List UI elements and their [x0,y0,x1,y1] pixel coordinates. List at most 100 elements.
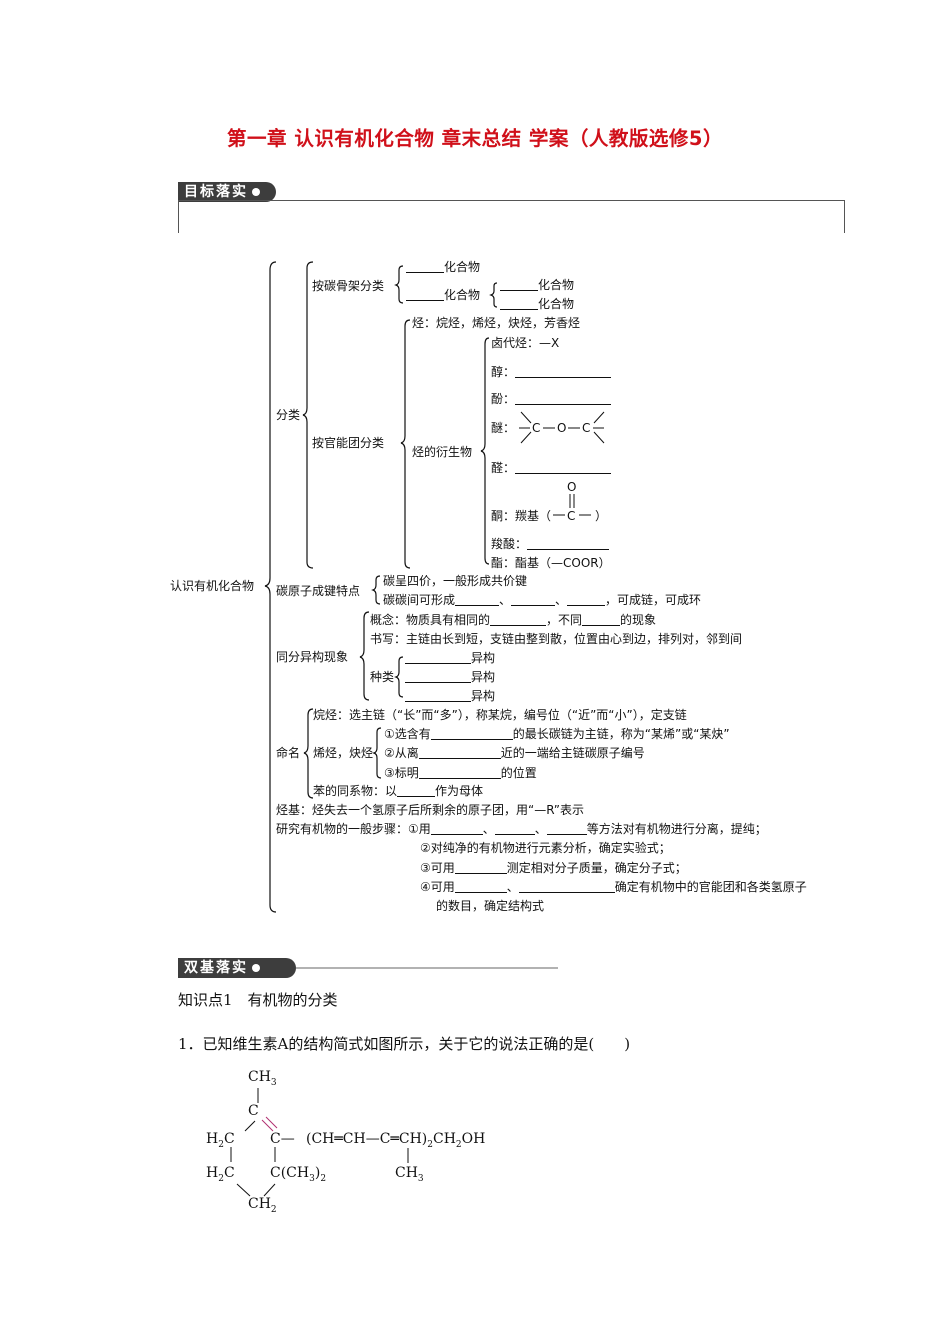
section-header-label: 双基落实 [184,960,248,976]
section-header-basics: 双基落实 [178,958,296,978]
struct-c-dimethyl: C(CH [270,1165,310,1181]
item-ether: 醚： [491,421,516,435]
label-isomer: 异构 [471,651,496,665]
node-isomerism: 同分异构现象 [276,650,349,664]
label-alkene-2b: 近的一端给主链碳原子编号 [500,746,645,760]
isomer-concept: 概念：物质具有相同的，不同的现象 [370,613,656,627]
page-title: 第一章 认识有机化合物 章末总结 学案（人教版选修5） [227,127,723,150]
label-step-3b: 测定相对分子质量，确定分子式； [506,861,687,875]
label-alkene-1b: 的最长碳链为主链，称为“某烯”或“某炔” [512,727,730,741]
struct-dimethyl: C(CH3)2 [270,1165,326,1184]
label-concept: 概念：物质具有相同的 [370,613,491,627]
label-step-4: ④可用 [420,880,455,894]
label-concept-c: 的现象 [620,613,657,627]
ketone-o: O [567,480,577,494]
struct-h2c-upper: H2C [206,1131,235,1150]
question-1: 1．已知维生素A的结构简式如图所示，关于它的说法正确的是( ) [178,1035,631,1053]
struct-c-right: C— [270,1131,295,1147]
struct-sub: 2 [270,1204,277,1215]
label-alkene-2: ②从离 [384,746,419,760]
blank-compound-4: 化合物 [500,297,574,311]
struct-close: ) [314,1165,321,1181]
struct-oh: OH [461,1131,486,1147]
struct-sub: 2 [218,1173,224,1184]
research-step-4-cont: 的数目，确定结构式 [436,899,545,913]
struct-h: H [206,1131,219,1147]
section-header-label: 目标落实 [184,184,248,200]
label-step-3: ③可用 [420,861,455,875]
research-step-4: ④可用、确定有机物中的官能团和各类氢原子 [420,880,807,894]
struct-sub: 3 [417,1173,424,1184]
research-step-3: ③可用 测定相对分子质量，确定分子式； [420,861,687,875]
node-functional-group: 按官能团分类 [312,436,385,450]
isomer-type-2: 异构 [405,670,495,684]
struct-sub: 2 [455,1139,462,1150]
label-compound: 化合物 [538,278,575,292]
item-ester: 酯：酯基（—COOR） [491,556,611,570]
struct-h: H [206,1165,219,1181]
ether-c1: C [532,421,541,435]
blank-compound-3: 化合物 [500,278,574,292]
struct-sub: 2 [320,1173,327,1184]
label-compound: 化合物 [444,288,481,302]
struct-sub: 2 [218,1139,224,1150]
isomer-type-1: 异构 [405,651,495,665]
naming-benzene: 苯的同系物：以作为母体 [313,784,483,798]
knowledge-point-title: 知识点1 有机物的分类 [178,991,338,1009]
isomer-types: 种类 [370,670,395,684]
ether-o: O [557,421,567,435]
node-derivative: 烃的衍生物 [412,445,473,459]
naming-alkene-3: ③标明 的位置 [384,766,537,780]
ether-c2: C [582,421,591,435]
item-haloalkane: 卤代烃：—X [491,336,560,350]
isomer-writing: 书写：主链由长到短，支链由整到散，位置由心到边，排列对，邻到间 [370,632,743,646]
label-alkene-3b: 的位置 [500,766,537,780]
label-alkene-3: ③标明 [384,766,419,780]
label-alcohol: 醇： [491,365,516,379]
blank-compound-2: 化合物 [406,288,480,302]
goals-frame [178,200,845,233]
naming-alkene: 烯烃，炔烃 [313,746,374,760]
struct-sub: 3 [270,1077,277,1088]
blank-compound-1: 化合物 [406,260,480,274]
item-phenol: 酚： [491,392,612,406]
label-aldehyde: 醛： [491,461,516,475]
label-benzene-b: 作为母体 [435,784,484,798]
node-classification: 分类 [276,408,301,422]
isomer-type-3: 异构 [405,689,495,703]
label-compound: 化合物 [444,260,481,274]
node-naming: 命名 [276,746,301,760]
item-ketone: 酮：羰基（ [491,509,552,523]
struct-ch3-bot-text: CH [395,1165,418,1181]
struct-ch3-top: CH3 [248,1069,277,1088]
ketone-close: ） [595,509,608,523]
node-carbon-bonding: 碳原子成键特点 [276,584,361,598]
dot-icon [252,964,260,972]
struct-chain: (CH═CH—C═CH) [306,1131,428,1147]
item-aldehyde: 醛： [491,461,612,475]
struct-side-chain: (CH═CH—C═CH)2CH2OH [306,1131,485,1150]
label-isomer: 异构 [471,670,496,684]
struct-c-top: C [248,1103,259,1119]
label-carbon-bond-2: 碳碳间可形成 [383,593,456,607]
struct-ch2-bottom: CH2 [248,1196,277,1215]
node-carbon-skeleton: 按碳骨架分类 [312,279,385,293]
struct-sub: 2 [427,1139,433,1150]
item-carboxylic-acid: 羧酸： [491,537,610,551]
ketone-c: C [567,509,576,523]
struct-ch2-bot-text: CH [248,1196,271,1212]
tree-root: 认识有机化合物 [170,579,255,593]
label-alkene-1: ①选含有 [384,727,431,741]
struct-sub: 3 [309,1173,315,1184]
label-research: 研究有机物的一般步骤：①用 [276,822,431,836]
naming-alkene-1: ①选含有 的最长碳链为主链，称为“某烯”或“某炔” [384,727,730,741]
label-step-4b: 确定有机物中的官能团和各类氢原子 [614,880,807,894]
struct-ch3-top-text: CH [248,1069,271,1085]
label-carbon-bond-2b: ，可成链，可成环 [605,593,702,607]
struct-ch3-bottom: CH3 [395,1165,424,1184]
carbon-bond-2: 碳碳间可形成、、，可成链，可成环 [383,593,702,607]
label-isomer: 异构 [471,689,496,703]
node-hydrocarbon: 烃：烷烃，烯烃，炔烃，芳香烃 [412,316,581,330]
struct-c: C [223,1131,235,1147]
